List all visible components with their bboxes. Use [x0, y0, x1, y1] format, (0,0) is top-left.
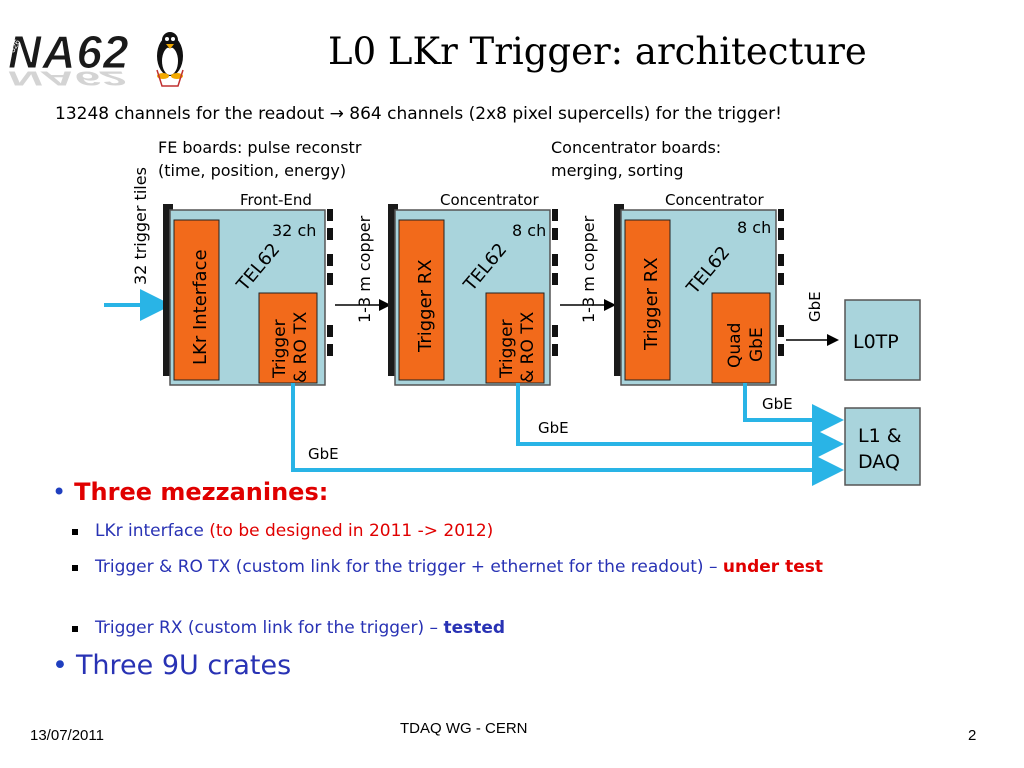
lkr-interface-label: LKr Interface: [190, 249, 211, 365]
concentrator-1-channels: 8 ch: [512, 221, 546, 240]
concentrator-board-2: Concentrator 8 ch TEL62 Trigger RX Quad …: [614, 191, 784, 386]
l0tp-box: [844, 299, 921, 381]
na62-logo-reflection: NA62: [8, 67, 126, 90]
fe-annotation-line1: FE boards: pulse reconstr: [158, 138, 362, 157]
bullet-three-crates-text: Three 9U crates: [75, 650, 292, 681]
square-bullet-icon: [72, 565, 78, 571]
trigger-ro-tx-text: Trigger & RO TX (custom link for the tri…: [95, 557, 723, 577]
copper-label-1: 1-3 m copper: [355, 215, 374, 323]
lkr-interface-text: LKr interface: [95, 521, 210, 541]
l0tp-label: L0TP: [853, 331, 899, 353]
gbe-label-fe: GbE: [308, 445, 339, 463]
front-end-channels: 32 ch: [272, 221, 316, 240]
trigger-ro-tx-status: under test: [722, 557, 823, 577]
concentrator-annotation-line1: Concentrator boards:: [551, 138, 722, 157]
subtitle: 13248 channels for the readout → 864 cha…: [55, 104, 782, 124]
footer-date: 13/07/2011: [30, 727, 104, 744]
copper-label-2: 1-3 m copper: [579, 215, 598, 323]
fe-gbe-arrow: [291, 383, 844, 486]
fe-annotation-line2: (time, position, energy): [158, 161, 347, 180]
footer-center: TDAQ WG - CERN: [400, 720, 528, 737]
front-end-board: Front-End 32 ch TEL62 LKr Interface Trig…: [163, 191, 333, 386]
bullet-three-mezzanines: •Three mezzanines:: [52, 478, 328, 506]
square-bullet-icon: [72, 529, 78, 535]
c1-trigger-ro-tx-line2: & RO TX: [518, 311, 538, 383]
c1-trigger-ro-tx-line1: Trigger: [497, 319, 517, 379]
c2-gbe-arrow: [743, 383, 844, 436]
fe-annotation: FE boards: pulse reconstr (time, positio…: [158, 136, 361, 182]
quad-gbe-line1: Quad: [725, 323, 745, 368]
c1-trigger-rx-label: Trigger RX: [415, 259, 436, 353]
bullet-dot-icon: •: [52, 478, 67, 506]
concentrator-annotation: Concentrator boards: merging, sorting: [551, 136, 721, 182]
l1-daq-line2: DAQ: [858, 451, 900, 473]
page-number: 2: [968, 727, 977, 744]
na62-logo-text: NA62: [8, 26, 130, 78]
concentrator-annotation-line2: merging, sorting: [551, 161, 684, 180]
penguin-icon: [156, 32, 184, 87]
bullet-three-mezzanines-text: Three mezzanines:: [74, 478, 329, 506]
fe-trigger-ro-tx-line1: Trigger: [270, 319, 290, 379]
c2-trigger-rx-label: Trigger RX: [641, 257, 662, 351]
quad-gbe-line2: GbE: [747, 327, 767, 362]
page-title: L0 LKr Trigger: architecture: [328, 30, 867, 73]
trigger-tiles-label: 32 trigger tiles: [131, 167, 150, 285]
trigger-rx-text: Trigger RX (custom link for the trigger)…: [95, 618, 444, 638]
sub-bullet-trigger-rx: Trigger RX (custom link for the trigger)…: [72, 617, 982, 639]
lkr-interface-status: (to be designed in 2011 -> 2012): [209, 521, 494, 541]
na62-logo: NA62 NA62 P326: [5, 26, 184, 90]
concentrator-1-header: Concentrator: [440, 191, 539, 209]
l1-daq-box: [844, 407, 921, 486]
trigger-rx-status: tested: [443, 618, 506, 638]
l1-daq-line1: L1 &: [858, 425, 902, 447]
gbe-label-c1: GbE: [538, 419, 569, 437]
sub-bullet-lkr-interface: LKr interface (to be designed in 2011 ->…: [72, 520, 982, 542]
square-bullet-icon: [72, 626, 78, 632]
fe-trigger-ro-tx-line2: & RO TX: [291, 311, 311, 383]
gbe-label-l0tp: GbE: [806, 291, 824, 322]
sub-bullet-trigger-ro-tx: Trigger & RO TX (custom link for the tri…: [72, 556, 982, 578]
concentrator-board-1: Concentrator 8 ch TEL62 Trigger RX Trigg…: [388, 191, 558, 386]
concentrator-2-header: Concentrator: [665, 191, 764, 209]
gbe-label-c2: GbE: [762, 395, 793, 413]
concentrator-2-channels: 8 ch: [737, 218, 771, 237]
bullet-three-crates: •Three 9U crates: [52, 650, 291, 681]
front-end-header: Front-End: [240, 191, 312, 209]
bullet-dot-icon: •: [52, 650, 68, 681]
c1-gbe-arrow: [516, 383, 844, 460]
